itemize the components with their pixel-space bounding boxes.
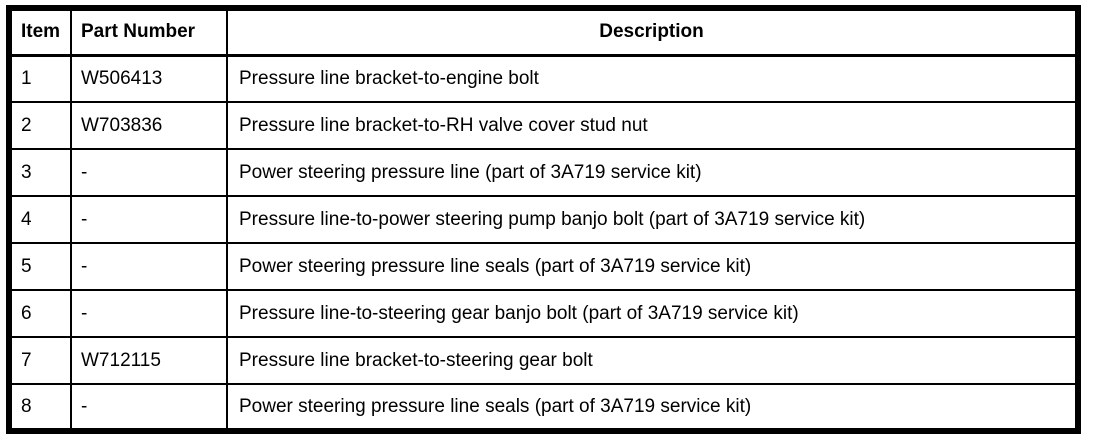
description-cell: Power steering pressure line seals (part… <box>226 242 1079 291</box>
description-cell: Power steering pressure line (part of 3A… <box>226 148 1079 197</box>
table-row: 8 - Power steering pressure line seals (… <box>8 383 1079 432</box>
description-cell: Power steering pressure line seals (part… <box>226 383 1079 432</box>
description-cell: Pressure line-to-power steering pump ban… <box>226 195 1079 244</box>
header-row: Item Part Number Description <box>8 7 1079 57</box>
item-column-header: Item <box>8 7 72 57</box>
item-cell: 2 <box>8 101 72 150</box>
item-cell: 6 <box>8 289 72 338</box>
item-cell: 4 <box>8 195 72 244</box>
table-row: 4 - Pressure line-to-power steering pump… <box>8 195 1079 244</box>
description-cell: Pressure line bracket-to-steering gear b… <box>226 336 1079 385</box>
description-cell: Pressure line bracket-to-engine bolt <box>226 54 1079 103</box>
description-cell: Pressure line bracket-to-RH valve cover … <box>226 101 1079 150</box>
part-number-cell: - <box>70 148 228 197</box>
table-row: 1 W506413 Pressure line bracket-to-engin… <box>8 54 1079 103</box>
part-number-cell: - <box>70 242 228 291</box>
item-cell: 1 <box>8 54 72 103</box>
description-cell: Pressure line-to-steering gear banjo bol… <box>226 289 1079 338</box>
description-column-header: Description <box>226 7 1079 57</box>
table-row: 5 - Power steering pressure line seals (… <box>8 242 1079 291</box>
item-cell: 7 <box>8 336 72 385</box>
part-number-column-header: Part Number <box>70 7 228 57</box>
part-number-cell: W703836 <box>70 101 228 150</box>
parts-table: Item Part Number Description 1 W506413 P… <box>6 5 1081 434</box>
table-row: 6 - Pressure line-to-steering gear banjo… <box>8 289 1079 338</box>
item-cell: 8 <box>8 383 72 432</box>
table-header: Item Part Number Description <box>8 7 1079 57</box>
item-cell: 5 <box>8 242 72 291</box>
part-number-cell: W712115 <box>70 336 228 385</box>
table-row: 7 W712115 Pressure line bracket-to-steer… <box>8 336 1079 385</box>
table-row: 3 - Power steering pressure line (part o… <box>8 148 1079 197</box>
part-number-cell: - <box>70 383 228 432</box>
part-number-cell: - <box>70 289 228 338</box>
table-row: 2 W703836 Pressure line bracket-to-RH va… <box>8 101 1079 150</box>
table-body: 1 W506413 Pressure line bracket-to-engin… <box>8 54 1079 432</box>
part-number-cell: W506413 <box>70 54 228 103</box>
item-cell: 3 <box>8 148 72 197</box>
part-number-cell: - <box>70 195 228 244</box>
